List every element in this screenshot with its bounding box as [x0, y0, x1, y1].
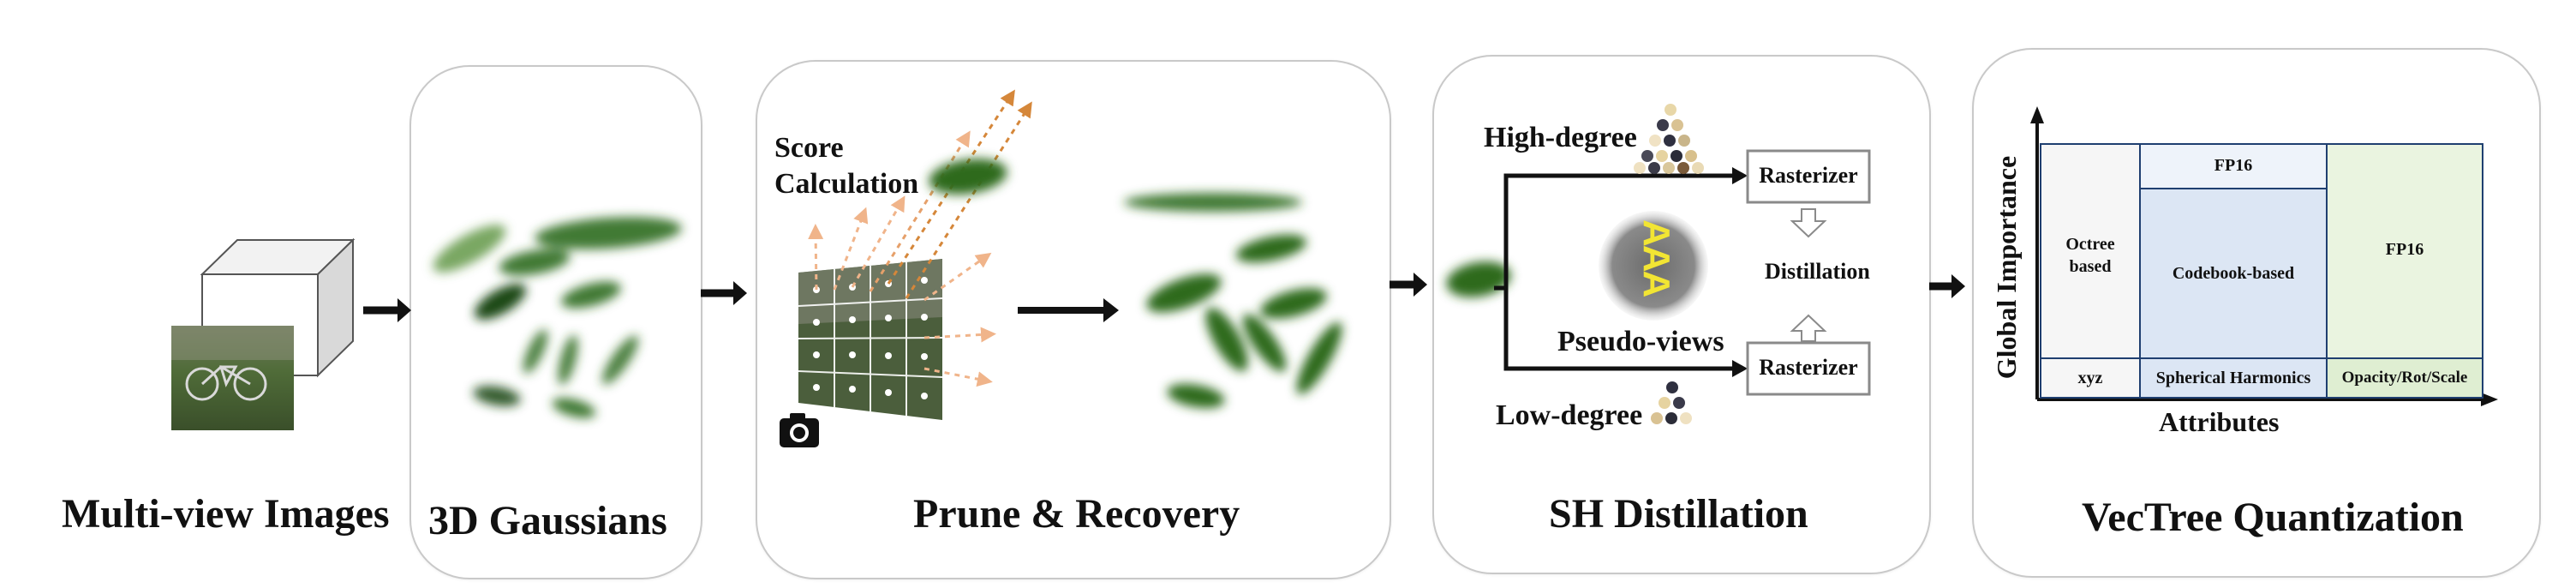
gaussians-panel: [409, 65, 702, 579]
stage-arrow: [701, 281, 747, 305]
pseudo-views-image: [1599, 211, 1708, 321]
octree-label: Octree based: [2065, 235, 2115, 276]
opacity-label: Opacity/Rot/Scale: [2341, 369, 2468, 387]
stage-arrow: [1390, 273, 1427, 297]
x-axis-arrowhead: [2481, 393, 2498, 406]
fp16-right-label: FP16: [2385, 240, 2424, 259]
gaussian-cloud: [433, 217, 682, 418]
scored-gaussian: [929, 159, 1007, 195]
rasterizer-top-box: [1746, 149, 1871, 204]
low-degree-sh-icon: [1651, 381, 1692, 424]
arrow-to-rasterizer-top: [1732, 167, 1748, 184]
distillation-label: Distillation: [1765, 259, 1870, 284]
pseudo-view-glyphs: AAA: [1635, 219, 1677, 297]
y-axis-label: Global Importance: [1991, 155, 2022, 380]
sh-branch-lines: [1494, 173, 1737, 371]
codebook-label: Codebook-based: [2172, 264, 2295, 283]
prune-title: Prune & Recovery: [913, 491, 1240, 537]
prune-arrow: [1018, 298, 1119, 322]
fp16-top-label: FP16: [2214, 156, 2253, 175]
vq-title: VecTree Quantization: [2082, 495, 2464, 540]
multiview-title: Multi-view Images: [62, 491, 390, 537]
pruned-gaussians: [1124, 193, 1342, 409]
stage-arrow: [1929, 274, 1965, 298]
sh-attr-label: Spherical Harmonics: [2155, 369, 2311, 387]
arrow-to-rasterizer-bottom: [1732, 360, 1748, 377]
bicycle-photo: [171, 326, 294, 430]
score-label-line1: Score: [774, 132, 844, 164]
xyz-label: xyz: [2077, 369, 2103, 387]
score-rays: [808, 89, 1032, 387]
x-axis-label: Attributes: [2159, 406, 2280, 437]
rasterizer-bottom-box: [1746, 341, 1871, 396]
rasterizer-top-label: Rasterizer: [1759, 163, 1858, 188]
y-axis-arrowhead: [2030, 106, 2044, 123]
gaussians-title: 3D Gaussians: [428, 498, 667, 543]
stage-arrow: [363, 298, 411, 322]
rasterizer-bottom-label: Rasterizer: [1759, 355, 1858, 380]
high-degree-sh-icon: [1634, 104, 1704, 174]
distill-up-arrow: [1790, 314, 1827, 342]
sh-title: SH Distillation: [1549, 491, 1808, 537]
camera-icon: [780, 413, 819, 447]
vq-axes: [2035, 122, 2483, 401]
low-degree-label: Low-degree: [1496, 399, 1643, 431]
training-view-image: [798, 259, 943, 420]
distill-down-arrow: [1790, 208, 1827, 238]
score-label-line2: Calculation: [774, 168, 919, 200]
sh-gaussian: [1446, 261, 1511, 297]
high-degree-label: High-degree: [1484, 122, 1637, 153]
pseudo-views-label: Pseudo-views: [1557, 326, 1724, 357]
vq-blocks: [2040, 143, 2483, 399]
